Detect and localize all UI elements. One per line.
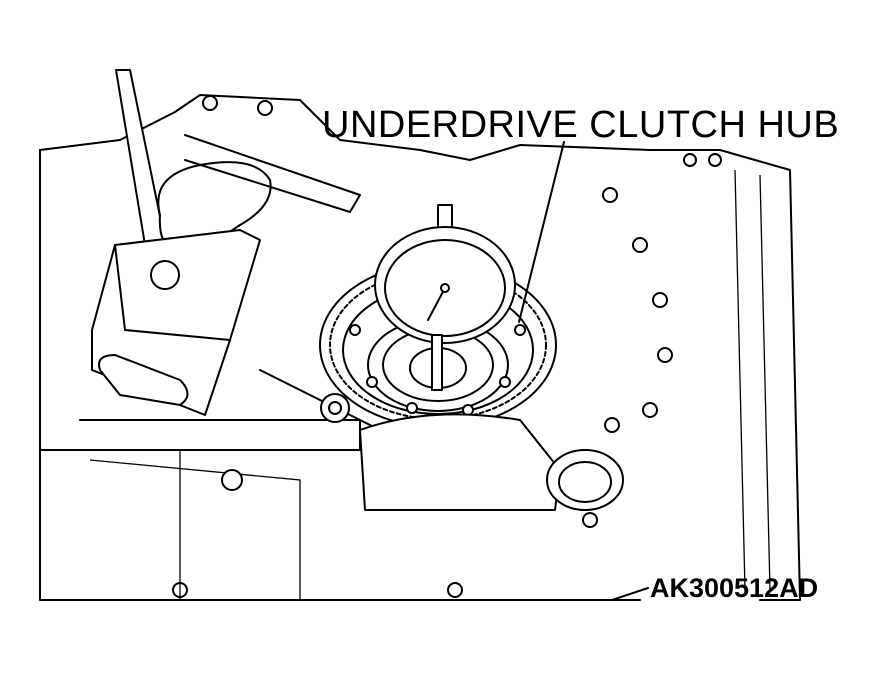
support-plate xyxy=(39,419,361,451)
indicator-plunger xyxy=(431,334,443,391)
underdrive-clutch-hub-label: UNDERDRIVE CLUTCH HUB xyxy=(322,104,840,146)
case-inner-rail xyxy=(734,169,746,591)
base-switch-knob xyxy=(98,354,189,406)
rod-socket xyxy=(150,260,180,290)
figure-id-leader xyxy=(611,587,649,601)
case-inner-rail-2 xyxy=(759,174,771,591)
case-bolt-holes xyxy=(172,95,722,598)
case-left-edge xyxy=(39,149,641,601)
figure-id: AK300512AD xyxy=(650,573,819,603)
case-outline xyxy=(39,94,801,601)
lower-housing xyxy=(359,413,561,511)
dial-indicator xyxy=(374,204,516,391)
stand-arm xyxy=(184,134,361,213)
callout-leader xyxy=(518,141,565,323)
